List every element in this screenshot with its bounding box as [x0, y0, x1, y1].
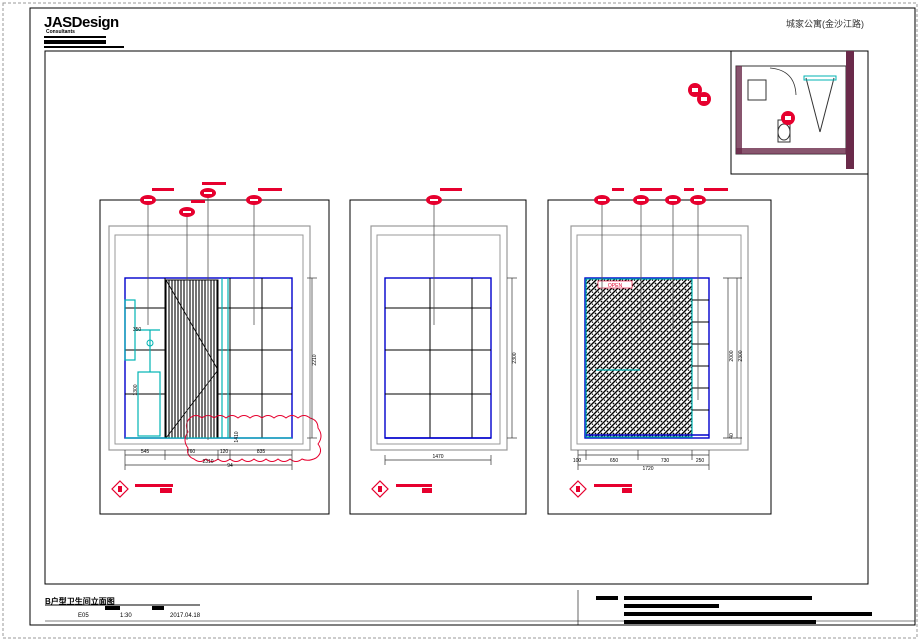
dim-middle-bottom: 1470	[432, 454, 443, 460]
logo-underline	[44, 36, 106, 38]
logo: JASDesign	[44, 14, 119, 31]
drawing-frame	[44, 50, 869, 585]
dim-left-right: 2210	[312, 354, 318, 365]
dim-left-3: 120	[220, 449, 229, 455]
elevation-right: OPEN	[547, 188, 772, 515]
open-label: OPEN	[608, 283, 623, 289]
dim-right-c: 40	[729, 433, 735, 439]
section-tag-middle	[371, 480, 432, 498]
titleblock-mark-1	[105, 606, 120, 610]
dim-left-2: 760	[187, 449, 196, 455]
dim-left-small-top: 350	[133, 327, 142, 333]
section-tag-right	[569, 480, 632, 498]
dim-left-vertical-mid: 1410	[234, 431, 240, 442]
titleblock-mark-2	[152, 606, 164, 610]
dim-right-a: 2000	[729, 350, 735, 361]
drawing-title: B户型卫生间立面图	[45, 597, 115, 606]
section-tag-left	[111, 480, 173, 498]
dim-right-1: 100	[573, 458, 582, 464]
drawing-number: E05	[78, 613, 89, 619]
dim-right-4: 250	[696, 458, 705, 464]
titleblock-bar-1	[624, 596, 812, 600]
titleblock-bar-4	[624, 620, 816, 624]
dim-left-1: 545	[141, 449, 150, 455]
drawing-date: 2017.04.18	[170, 613, 201, 619]
project-title: 城家公寓(金沙江路)	[786, 19, 864, 29]
dim-left-sub: 94	[227, 463, 233, 469]
outer-frame	[29, 7, 916, 626]
titleblock-bar-a	[596, 596, 618, 600]
dim-left-4: 835	[257, 449, 266, 455]
dim-right-2: 650	[610, 458, 619, 464]
dim-left-small-mid: 1300	[133, 384, 139, 395]
dim-right-total: 1720	[642, 466, 653, 472]
logo-underline-2	[44, 40, 106, 44]
logo-subtitle: Consultants	[46, 29, 75, 35]
drawing-scale: 1:30	[120, 613, 132, 619]
key-plan	[688, 50, 869, 175]
logo-underline-3	[44, 46, 124, 48]
titleblock-bar-2	[624, 604, 719, 608]
dim-right-b: 2300	[738, 350, 744, 361]
titleblock-bar-3	[624, 612, 872, 616]
dim-middle-right: 2300	[512, 352, 518, 363]
elevation-left: 545 760 120 835 2310 94 2210 350 1300 14…	[99, 182, 330, 515]
elevation-middle: 1470 2300	[349, 188, 527, 515]
dim-left-total: 2310	[202, 459, 213, 465]
dim-right-3: 730	[661, 458, 670, 464]
